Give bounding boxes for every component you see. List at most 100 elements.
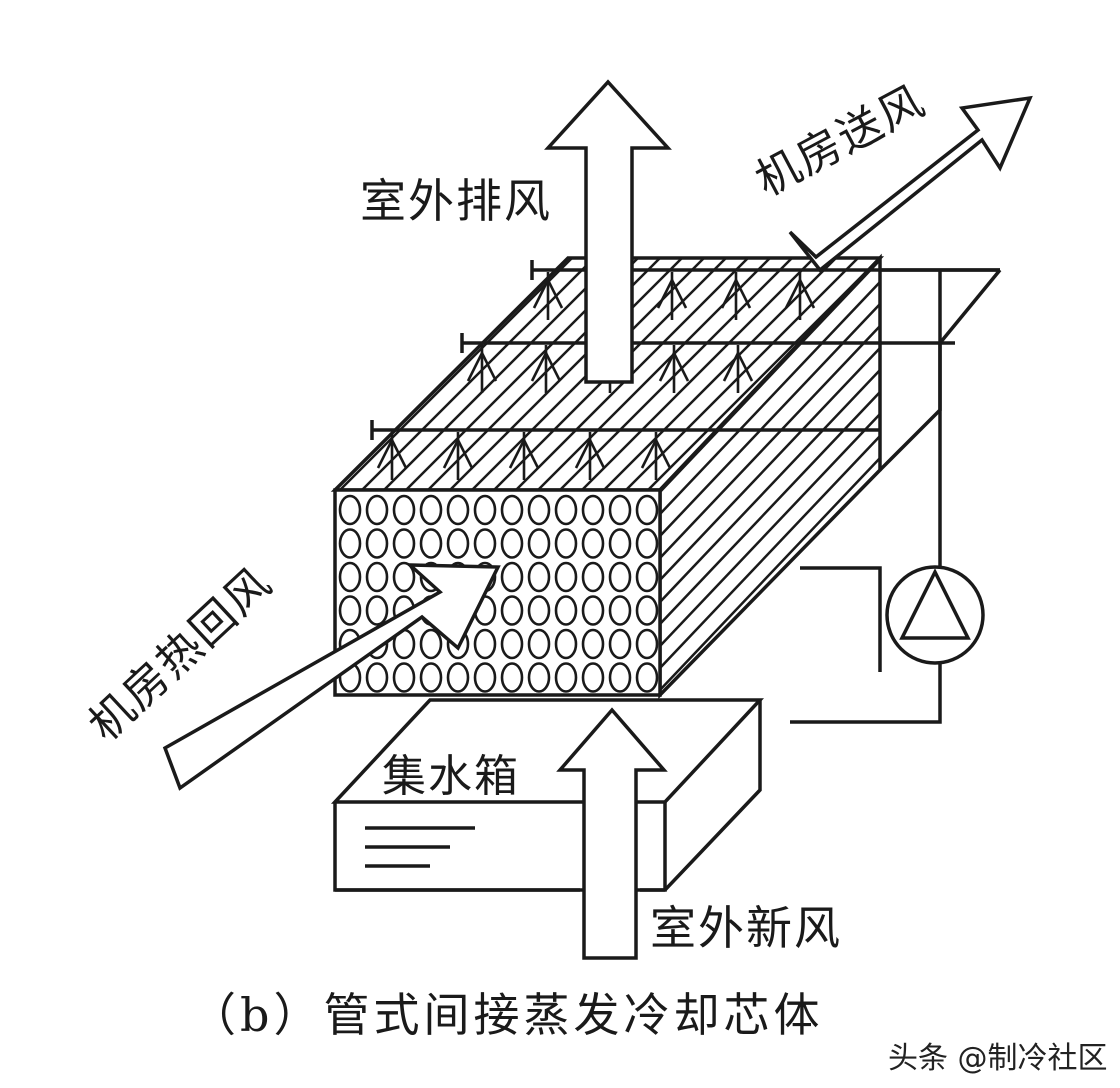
side-hatch-line bbox=[660, 258, 880, 471]
tube bbox=[554, 494, 578, 526]
water-tank-label: 集水箱 bbox=[382, 751, 520, 802]
top-hatch-line bbox=[912, 258, 1120, 490]
spray-nozzle bbox=[530, 345, 562, 393]
spray-nozzle bbox=[466, 345, 498, 393]
tube bbox=[473, 662, 497, 693]
tube bbox=[608, 595, 632, 626]
outdoor-fresh-arrow bbox=[556, 707, 668, 960]
tube bbox=[500, 595, 524, 626]
tube bbox=[392, 561, 416, 593]
tube bbox=[635, 662, 659, 693]
tube bbox=[527, 561, 551, 593]
top-hatch-line bbox=[1110, 258, 1120, 490]
tube bbox=[446, 494, 470, 526]
tube bbox=[608, 628, 632, 660]
tube bbox=[635, 595, 659, 626]
top-hatch-line bbox=[669, 258, 880, 490]
tube bbox=[500, 662, 524, 693]
side-hatch-line bbox=[660, 391, 880, 625]
figure-caption: （b）管式间接蒸发冷却芯体 bbox=[190, 988, 824, 1042]
tube bbox=[338, 561, 362, 593]
tube bbox=[581, 561, 605, 593]
tube bbox=[500, 528, 524, 559]
room-supply-arrow bbox=[788, 95, 1033, 273]
side-hatch-line bbox=[660, 567, 880, 695]
side-hatch-line bbox=[660, 347, 880, 581]
tube bbox=[554, 528, 578, 559]
top-hatch-line bbox=[361, 258, 595, 490]
tube bbox=[338, 528, 362, 559]
tube bbox=[392, 662, 416, 693]
tube bbox=[392, 528, 416, 559]
top-hatch-line bbox=[978, 258, 1120, 490]
tube bbox=[365, 662, 389, 693]
spray-nozzle bbox=[722, 345, 754, 393]
spray-nozzle bbox=[784, 272, 816, 320]
top-hatch-line bbox=[647, 258, 880, 490]
tube bbox=[338, 595, 362, 626]
side-hatch-line bbox=[660, 303, 880, 537]
top-hatch-line bbox=[339, 258, 573, 490]
spray-nozzle bbox=[574, 432, 606, 480]
tube bbox=[473, 494, 497, 526]
tube bbox=[365, 595, 389, 626]
side-hatch-line bbox=[660, 369, 880, 603]
top-hatch-line bbox=[383, 258, 617, 490]
top-hatch-line bbox=[1000, 258, 1120, 490]
top-hatch-line bbox=[801, 258, 880, 490]
top-hatch-line bbox=[890, 258, 1120, 490]
spray-nozzle bbox=[508, 432, 540, 480]
side-hatch-line bbox=[660, 259, 880, 493]
top-hatch-line bbox=[1088, 258, 1120, 490]
top-hatch-line bbox=[867, 258, 880, 490]
tube bbox=[446, 528, 470, 559]
outdoor-fresh-label: 室外新风 bbox=[650, 901, 842, 955]
side-hatch-line bbox=[660, 589, 880, 695]
tube bbox=[635, 628, 659, 660]
watermark: 头条 @制冷社区 bbox=[888, 1041, 1108, 1076]
top-hatch-line bbox=[934, 258, 1120, 490]
tube bbox=[392, 494, 416, 526]
spray-pipes bbox=[370, 260, 1000, 440]
tube bbox=[608, 662, 632, 693]
top-hatch-line bbox=[559, 258, 793, 490]
pump-circuit bbox=[790, 343, 985, 724]
tube bbox=[608, 528, 632, 559]
side-hatch-line bbox=[660, 435, 880, 669]
tube bbox=[419, 662, 443, 693]
tube bbox=[500, 561, 524, 593]
top-hatch-line bbox=[1022, 258, 1120, 490]
tube bbox=[608, 561, 632, 593]
top-hatch-line bbox=[537, 258, 771, 490]
spray-nozzle bbox=[656, 272, 688, 320]
tube bbox=[338, 494, 362, 526]
side-hatch-line bbox=[660, 258, 880, 427]
room-hot-return-arrow bbox=[162, 563, 501, 791]
spray-nozzle bbox=[442, 432, 474, 480]
side-hatch-line bbox=[660, 633, 880, 695]
tube bbox=[554, 628, 578, 660]
tube bbox=[473, 528, 497, 559]
cooling-core-front bbox=[333, 488, 662, 697]
side-plate bbox=[878, 270, 942, 472]
top-hatch-line bbox=[625, 258, 859, 490]
tube bbox=[581, 595, 605, 626]
tube bbox=[635, 561, 659, 593]
pump-triangle bbox=[899, 568, 971, 640]
tube bbox=[365, 561, 389, 593]
tube bbox=[581, 662, 605, 693]
tube bbox=[365, 528, 389, 559]
spray-nozzle bbox=[376, 432, 408, 480]
side-hatch-line bbox=[660, 281, 880, 515]
tube bbox=[527, 628, 551, 660]
tube bbox=[500, 628, 524, 660]
side-hatch-line bbox=[660, 457, 880, 691]
side-hatch-line bbox=[660, 677, 880, 695]
top-hatch-line bbox=[603, 258, 837, 490]
side-hatch-line bbox=[660, 413, 880, 647]
top-hatch-line bbox=[581, 258, 815, 490]
tube bbox=[527, 662, 551, 693]
tube bbox=[635, 528, 659, 559]
tube bbox=[635, 494, 659, 526]
